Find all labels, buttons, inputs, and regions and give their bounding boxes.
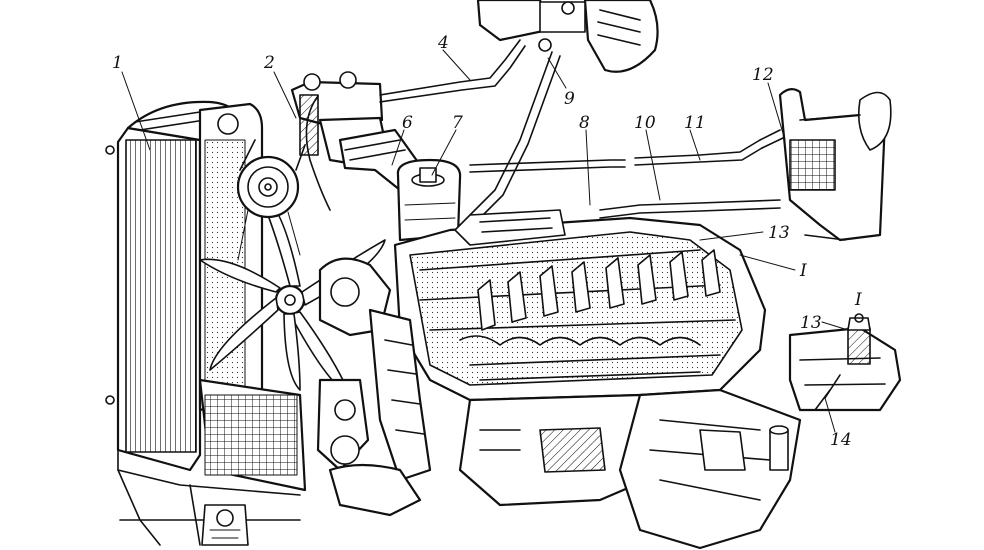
radiator-support: [117, 469, 301, 546]
label-13-inset: 13: [800, 313, 822, 333]
label-2: 2: [263, 53, 275, 73]
leader-lines: [121, 49, 849, 433]
heater-supply-pipes: [469, 129, 784, 219]
label-14: 14: [830, 430, 852, 450]
label-6: 6: [402, 113, 413, 133]
pump-pulley: [236, 139, 306, 261]
label-1: 1: [112, 53, 123, 73]
label-4: 4: [437, 33, 449, 53]
heater-pipes: [379, 39, 561, 221]
transmission: [618, 388, 802, 550]
label-I: I: [799, 261, 807, 281]
label-13: 13: [768, 223, 790, 243]
label-I-inset: I: [854, 290, 862, 310]
spark-plugs: [477, 249, 721, 331]
water-pump-and-lower-hose: [316, 257, 432, 517]
label-8: 8: [579, 113, 590, 133]
heater-unit-top: [476, 0, 659, 73]
engine-block: [393, 209, 767, 402]
part-labels: 1 2 4 6 7 8 9 10 11 12 13 I I 13 14: [112, 33, 862, 450]
detail-inset: [788, 313, 902, 412]
label-11: 11: [684, 113, 706, 133]
expansion-tank: [396, 158, 462, 242]
label-7: 7: [452, 113, 463, 133]
heater-core: [778, 88, 892, 242]
label-12: 12: [752, 65, 774, 85]
label-9: 9: [564, 89, 575, 109]
label-10: 10: [634, 113, 656, 133]
